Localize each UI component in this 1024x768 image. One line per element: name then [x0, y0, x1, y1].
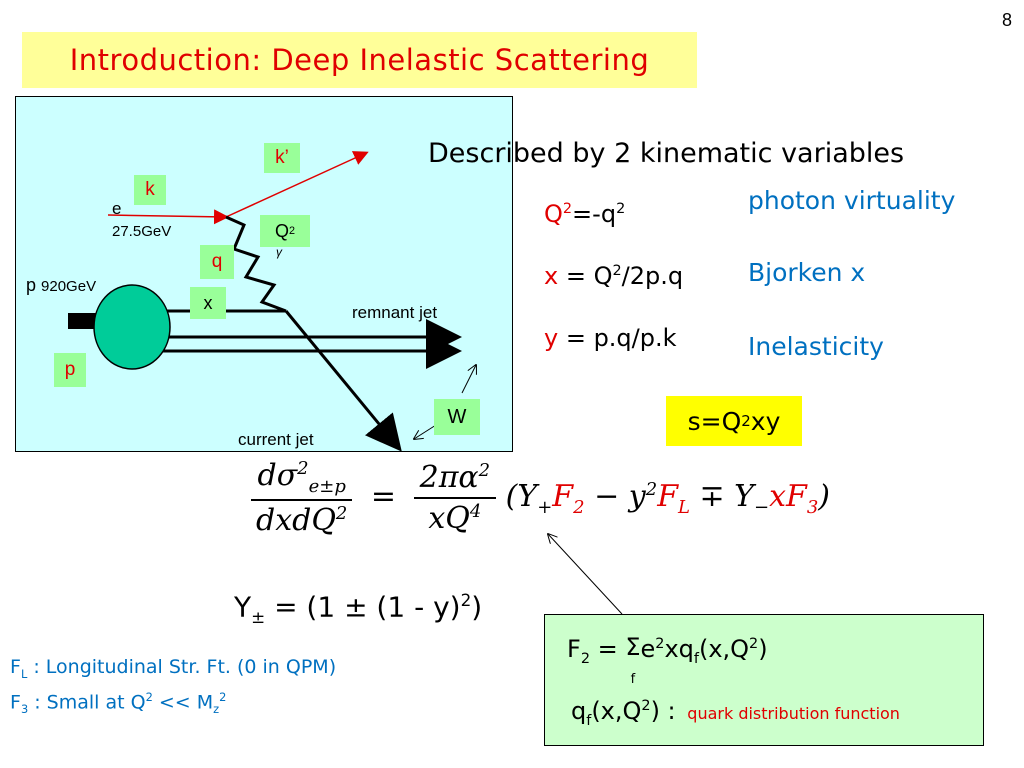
kin-row-x: x = Q2/2p.q [544, 262, 684, 290]
cross-section-formula: dσ2e±p dxdQ2 = 2πα2 xQ4 (Y+F2 − y2FL ∓ Y… [250, 458, 830, 538]
diagram-lines [68, 151, 512, 451]
lhs-fraction: dσ2e±p dxdQ2 [250, 458, 353, 538]
proton-label: p 920GeV [26, 275, 97, 295]
y-pm-formula: Y± = (1 ± (1 - y)2) [234, 590, 483, 627]
current-jet-label: current jet [238, 430, 314, 449]
note-fl: FL : Longitudinal Str. Ft. (0 in QPM) [10, 656, 337, 681]
gamma-label: γ [276, 245, 282, 259]
w-arrow-down [414, 424, 437, 439]
current-jet-line [284, 310, 402, 451]
note-f3: F3 : Small at Q2 << Mz2 [10, 690, 227, 717]
p-box-label: p [54, 353, 86, 387]
electron-label: e [112, 199, 122, 218]
proton-blob [93, 284, 171, 370]
kin-row-y: y = p.q/p.k [544, 324, 677, 352]
kprime-label: k’ [264, 143, 300, 173]
w-arrow-up [461, 365, 476, 394]
electron-in-line [107, 209, 229, 225]
electron-energy: 27.5GeV [112, 223, 172, 240]
kin-row-q2: Q2=-q2 [544, 200, 626, 228]
qf-description: quark distribution function [687, 704, 900, 723]
electron-out-line [225, 151, 369, 218]
title-box: Introduction: Deep Inelastic Scattering [22, 32, 697, 88]
k-label: k [134, 175, 166, 205]
kin-name-y: Inelasticity [748, 332, 884, 361]
f2-definition-box: F2 = Σ f e2xqf(x,Q2) qf(x,Q2) : quark di… [544, 614, 984, 746]
qf-definition: qf(x,Q2) : quark distribution function [571, 697, 900, 729]
q-label: q [200, 245, 234, 279]
slide-number: 8 [1001, 10, 1012, 30]
photon-line [225, 215, 287, 313]
structure-function-bracket: (Y+F2 − y2FL ∓ Y−xF3) [505, 479, 830, 518]
remnant-jet-label: remnant jet [352, 303, 438, 322]
rhs-fraction: 2πα2 xQ4 [413, 460, 497, 536]
f2-equation: F2 = Σ f e2xqf(x,Q2) [567, 633, 768, 687]
kin-name-x: Bjorken x [748, 258, 866, 287]
x-label: x [190, 287, 226, 319]
page-title: Introduction: Deep Inelastic Scattering [69, 43, 650, 77]
kin-name-q2: photon virtuality [748, 186, 956, 215]
kinematics-heading: Described by 2 kinematic variables [428, 138, 905, 169]
w-label: W [434, 399, 480, 435]
